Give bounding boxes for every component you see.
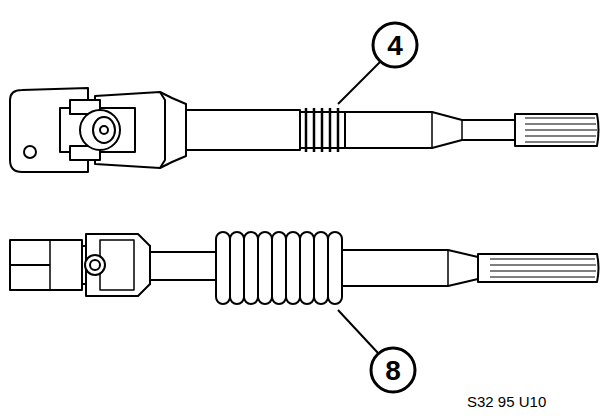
- figure-reference: S32 95 U10: [467, 394, 546, 409]
- callout-number: 4: [387, 32, 403, 60]
- callout-number: 8: [385, 357, 401, 385]
- bellows: [216, 232, 342, 304]
- upper-shaft: [10, 88, 599, 172]
- lower-shaft: [10, 232, 599, 304]
- callout-leaders: [338, 23, 417, 392]
